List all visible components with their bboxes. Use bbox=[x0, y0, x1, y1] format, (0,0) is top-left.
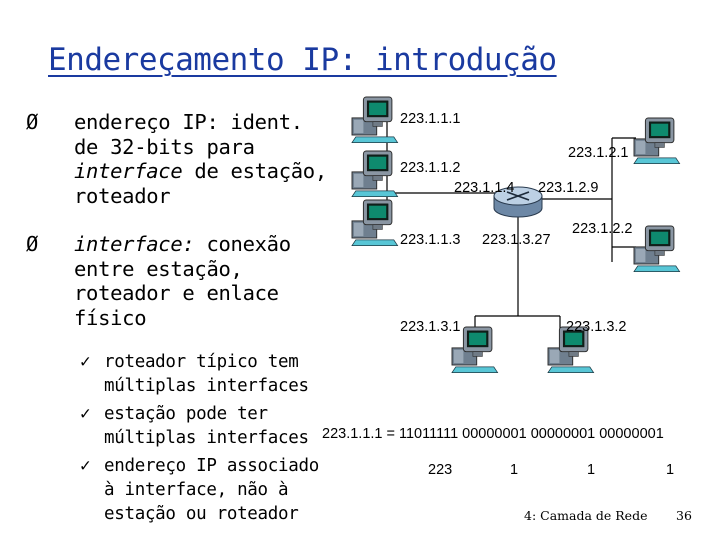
ip-label: 223.1.2.2 bbox=[572, 221, 633, 237]
slide-title: Endereçamento IP: introdução bbox=[48, 42, 557, 78]
check-icon: ✓ bbox=[80, 456, 91, 476]
bullet-2-line-2: entre estação, bbox=[74, 256, 243, 281]
check-icon: ✓ bbox=[80, 352, 91, 372]
host-icon bbox=[351, 150, 399, 198]
ip-label: 223.1.2.9 bbox=[538, 180, 599, 196]
octet-decimal: 223 bbox=[428, 462, 453, 478]
page-number: 36 bbox=[676, 508, 692, 523]
bullet-marker-2: Ø bbox=[26, 232, 39, 256]
host-icon bbox=[633, 225, 681, 273]
ip-label: 223.1.1.2 bbox=[400, 160, 461, 176]
ip-label: 223.1.1.4 bbox=[454, 180, 515, 196]
check-icon: ✓ bbox=[80, 404, 91, 424]
ip-label: 223.1.1.1 bbox=[400, 111, 461, 127]
host-icon bbox=[351, 199, 399, 247]
router-icon bbox=[493, 186, 543, 218]
host-icon bbox=[351, 96, 399, 144]
sub-bullet-1: roteador típico tem múltiplas interfaces bbox=[104, 352, 309, 396]
ip-label: 223.1.1.3 bbox=[400, 232, 461, 248]
bullet-1-line-4: roteador bbox=[74, 183, 171, 208]
bullet-2: interface: conexão entre estação, rotead… bbox=[74, 232, 344, 330]
octet-decimal: 1 bbox=[666, 462, 675, 478]
bullet-marker-1: Ø bbox=[26, 110, 39, 134]
ip-label: 223.1.3.1 bbox=[400, 319, 461, 335]
ip-label: 223.1.3.2 bbox=[566, 319, 627, 335]
bullet-1-line-2: de 32-bits para bbox=[74, 134, 255, 159]
sub-bullet-2: estação pode ter múltiplas interfaces bbox=[104, 404, 309, 448]
bullet-2-line-4: físico bbox=[74, 305, 147, 330]
bullet-1-line-1: endereço IP: ident. bbox=[74, 110, 303, 134]
ip-label: 223.1.2.1 bbox=[568, 145, 629, 161]
octet-decimal: 1 bbox=[510, 462, 519, 478]
footer-section: 4: Camada de Rede bbox=[524, 508, 648, 523]
sub-bullet-3: endereço IP associado à interface, não à… bbox=[104, 456, 319, 524]
host-icon bbox=[633, 117, 681, 165]
bullet-2-line-1: interface: conexão bbox=[74, 232, 291, 256]
octet-decimal: 1 bbox=[587, 462, 596, 478]
bullet-2-line-3: roteador e enlace bbox=[74, 281, 279, 305]
bullet-1: endereço IP: ident. de 32-bits para inte… bbox=[74, 110, 344, 208]
binary-address-line: 223.1.1.1 = 11011111 00000001 00000001 0… bbox=[322, 426, 664, 442]
ip-label: 223.1.3.27 bbox=[482, 232, 551, 248]
bullet-1-line-3: interface de estação, bbox=[74, 159, 327, 183]
